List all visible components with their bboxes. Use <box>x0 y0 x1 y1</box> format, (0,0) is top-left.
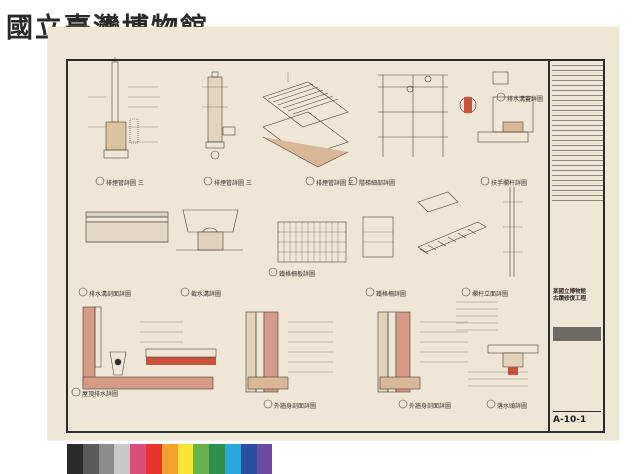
detail-drawings <box>71 57 539 409</box>
detail-caption: 鐵格柵板詳圖 <box>279 271 316 278</box>
detail-caption: 扶手欄杆詳圖 <box>491 180 528 187</box>
title-block: 某國立博物館 古蹟修復工程 A-10-1 <box>548 59 605 433</box>
stair-isometric-drawing <box>262 72 349 168</box>
railing-elevation-drawing <box>503 187 523 277</box>
drain-head-drawing <box>456 301 539 387</box>
color-swatch <box>209 444 225 474</box>
color-swatch <box>145 444 162 474</box>
detail-caption: 鐵格柵詳圖 <box>376 291 407 298</box>
project-name: 某國立博物館 古蹟修復工程 <box>553 289 601 303</box>
trench-section-drawing <box>176 209 243 251</box>
color-swatch <box>161 444 178 474</box>
detail-caption: 外牆身剖面詳圖 <box>409 403 452 410</box>
drawing-border <box>66 59 605 433</box>
color-swatch <box>224 444 241 474</box>
detail-caption: 階梯細部詳圖 <box>359 180 396 187</box>
color-swatch <box>114 444 131 474</box>
wall-section-drawing-1 <box>245 311 333 393</box>
detail-caption: 排煙管詳圖 三 <box>316 180 354 187</box>
color-swatch <box>272 444 289 474</box>
detail-caption: 排煙管詳圖 三 <box>106 180 144 187</box>
project-name-line-1: 某國立博物館 <box>553 289 587 295</box>
chimney-section-drawing <box>202 71 236 160</box>
color-swatch <box>240 444 257 474</box>
color-swatch <box>82 444 99 474</box>
detail-caption: 排水溝剖面詳圖 <box>89 291 132 298</box>
drain-cover-drawing <box>459 71 534 143</box>
color-calibration-bar <box>67 444 289 474</box>
roof-drain-drawing <box>82 306 217 390</box>
detail-caption: 外牆身剖面詳圖 <box>274 403 317 410</box>
wall-section-drawing-2 <box>377 311 468 393</box>
detail-caption: 欄杆立面詳圖 <box>472 291 509 298</box>
color-swatch <box>98 444 115 474</box>
revision-lines <box>552 61 603 201</box>
chimney-detail-drawing <box>88 57 160 159</box>
detail-caption: 排煙管詳圖 三 <box>214 180 252 187</box>
detail-caption: 屋頂排水詳圖 <box>82 391 119 398</box>
color-swatch <box>177 444 194 474</box>
gutter-section-drawing <box>85 211 169 243</box>
handrail-section-drawing <box>378 74 448 157</box>
detail-caption: 落水頭詳圖 <box>497 403 528 410</box>
grating-iso-drawing <box>417 191 487 255</box>
color-swatch <box>130 444 146 474</box>
detail-caption: 排水溝蓋詳圖 <box>507 96 544 103</box>
title-block-stamp <box>553 327 601 341</box>
drawing-sheet: 排煙管詳圖 三 排煙管詳圖 三 排煙管詳圖 三 階梯細部詳圖 扶手欄杆詳圖 排水… <box>48 27 619 440</box>
color-swatch <box>193 444 210 474</box>
project-name-line-2: 古蹟修復工程 <box>553 296 587 302</box>
color-swatch <box>67 444 83 474</box>
sheet-number: A-10-1 <box>553 411 601 429</box>
grating-plan-drawing <box>277 216 394 263</box>
detail-caption: 截水溝詳圖 <box>191 291 222 298</box>
color-swatch <box>256 444 273 474</box>
